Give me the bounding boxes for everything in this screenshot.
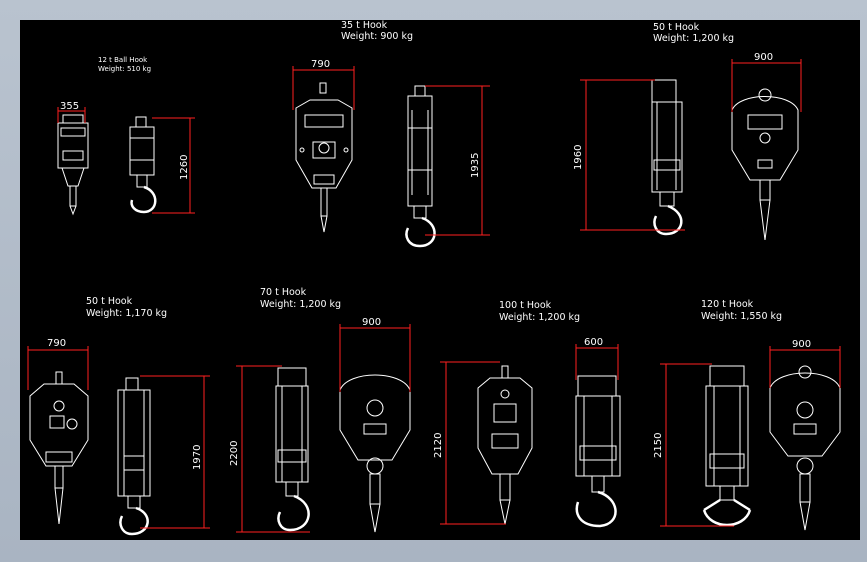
hook-120t-height-dimension: 2150 (653, 363, 734, 527)
hook-50t-a-weight: Weight: 1,200 kg (653, 33, 734, 44)
hook-70t-width-label: 900 (362, 317, 381, 328)
hook-100t: 100 t Hook Weight: 1,200 kg 2120 (433, 300, 621, 528)
ball-hook-12t-width-dimension: 355 (57, 101, 86, 123)
hook-100t-height-dimension: 2120 (433, 361, 506, 525)
hook-100t-title: 100 t Hook (499, 300, 552, 311)
ball-hook-12t-title: 12 t Ball Hook (98, 56, 148, 64)
hook-100t-weight: Weight: 1,200 kg (499, 312, 580, 323)
hook-50t-a-side-view (651, 79, 683, 236)
hook-35t-title: 35 t Hook (341, 20, 388, 31)
hook-120t-width-label: 900 (792, 339, 811, 350)
hook-50t-a-height-dimension: 1960 (573, 79, 685, 231)
hook-block-drawing: 12 t Ball Hook Weight: 510 kg 355 (27, 20, 841, 536)
hook-35t-weight: Weight: 900 kg (341, 31, 413, 42)
ball-hook-12t-side-view (129, 116, 157, 214)
hook-35t-front-view (295, 82, 353, 233)
hook-50t-a-width-label: 900 (754, 52, 773, 63)
hook-70t-width-dimension: 900 (339, 317, 411, 392)
hook-120t-front-view (769, 365, 841, 531)
ball-hook-12t-height-dimension: 1260 (152, 117, 195, 214)
hook-100t-front-view (477, 365, 533, 525)
hook-35t-width-dimension: 790 (292, 59, 355, 110)
hook-50t-b-width-dimension: 790 (27, 338, 89, 390)
hook-50t-b-width-label: 790 (47, 338, 66, 349)
hook-35t-height-label: 1935 (470, 153, 481, 178)
hook-50t-a: 50 t Hook Weight: 1,200 kg 1960 (573, 22, 802, 241)
hook-50t-a-width-dimension: 900 (731, 52, 802, 112)
hook-35t-width-label: 790 (311, 59, 330, 70)
hook-50t-b-title: 50 t Hook (86, 296, 133, 307)
hook-35t: 35 t Hook Weight: 900 kg 790 (292, 20, 490, 248)
hook-35t-side-view (405, 85, 436, 248)
hook-50t-b-front-view (29, 371, 89, 525)
ball-hook-12t-front-view (57, 114, 89, 216)
hook-50t-b-height-dimension: 1970 (140, 375, 210, 529)
ball-hook-12t-weight: Weight: 510 kg (98, 65, 151, 73)
hook-120t-side-view (702, 365, 752, 527)
hook-70t-weight: Weight: 1,200 kg (260, 299, 341, 310)
ball-hook-12t: 12 t Ball Hook Weight: 510 kg 355 (57, 56, 195, 216)
hook-120t-width-dimension: 900 (769, 339, 841, 388)
hook-70t-height-label: 2200 (229, 441, 240, 466)
hook-120t: 120 t Hook Weight: 1,550 kg 2150 (653, 299, 841, 531)
hook-50t-b: 50 t Hook Weight: 1,170 kg 790 (27, 296, 210, 536)
hook-50t-a-height-label: 1960 (573, 145, 584, 170)
hook-100t-width-label: 600 (584, 337, 603, 348)
hook-50t-b-side-view (117, 377, 151, 536)
hook-35t-height-dimension: 1935 (425, 85, 490, 236)
hook-70t-side-view (275, 367, 310, 532)
hook-50t-a-front-view (731, 88, 799, 241)
hook-100t-width-dimension: 600 (575, 337, 619, 380)
hook-50t-a-title: 50 t Hook (653, 22, 700, 33)
hook-100t-height-label: 2120 (433, 433, 444, 458)
ball-hook-12t-height-label: 1260 (179, 155, 190, 180)
hook-120t-weight: Weight: 1,550 kg (701, 311, 782, 322)
hook-120t-title: 120 t Hook (701, 299, 754, 310)
hook-70t: 70 t Hook Weight: 1,200 kg 2200 (229, 287, 411, 533)
hook-70t-title: 70 t Hook (260, 287, 307, 298)
hook-100t-side-view (575, 375, 621, 528)
ball-hook-12t-width-label: 355 (60, 101, 79, 112)
hook-70t-front-view (339, 374, 411, 533)
hook-120t-height-label: 2150 (653, 433, 664, 458)
hook-50t-b-weight: Weight: 1,170 kg (86, 308, 167, 319)
cad-drawing-viewport[interactable]: 12 t Ball Hook Weight: 510 kg 355 (20, 20, 860, 540)
hook-50t-b-height-label: 1970 (192, 445, 203, 470)
hook-70t-height-dimension: 2200 (229, 365, 310, 533)
